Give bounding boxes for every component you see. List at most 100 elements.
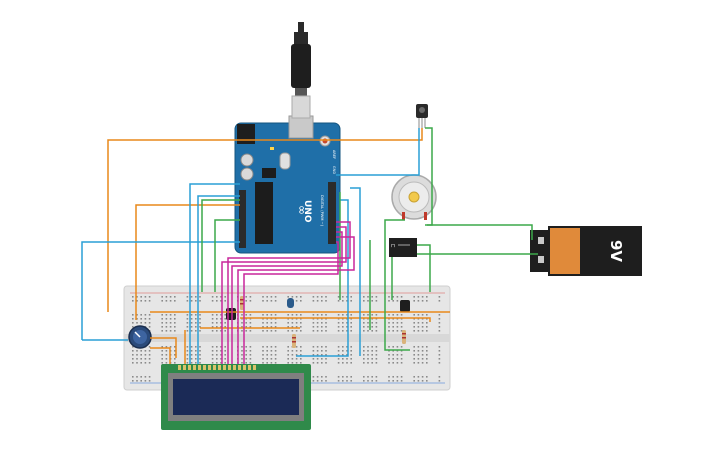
breadboard-hole[interactable] <box>262 300 264 302</box>
lcd-pin[interactable] <box>248 365 251 370</box>
breadboard-hole[interactable] <box>211 362 214 364</box>
breadboard-hole[interactable] <box>438 346 441 348</box>
breadboard-hole[interactable] <box>375 314 378 316</box>
breadboard-hole[interactable] <box>186 300 189 302</box>
breadboard-hole[interactable] <box>375 330 378 332</box>
breadboard-hole[interactable] <box>274 362 277 364</box>
breadboard-hole[interactable] <box>375 346 378 348</box>
breadboard-hole[interactable] <box>421 322 424 324</box>
breadboard-hole[interactable] <box>140 358 142 360</box>
breadboard-hole[interactable] <box>245 346 247 348</box>
breadboard-hole[interactable] <box>342 314 344 316</box>
breadboard-hole[interactable] <box>287 326 289 328</box>
breadboard-hole[interactable] <box>321 318 323 320</box>
breadboard-hole[interactable] <box>363 354 365 356</box>
breadboard-hole[interactable] <box>346 362 348 364</box>
breadboard-hole[interactable] <box>291 322 294 324</box>
breadboard-hole[interactable] <box>224 314 226 316</box>
breadboard-hole[interactable] <box>350 376 352 378</box>
breadboard-hole[interactable] <box>400 322 403 324</box>
wire-orange[interactable] <box>135 204 240 320</box>
breadboard-hole[interactable] <box>367 318 369 320</box>
breadboard-hole[interactable] <box>417 362 420 364</box>
breadboard-hole[interactable] <box>144 354 147 356</box>
breadboard-hole[interactable] <box>186 322 189 324</box>
breadboard-hole[interactable] <box>266 296 268 298</box>
breadboard-hole[interactable] <box>262 314 264 316</box>
breadboard-hole[interactable] <box>245 318 247 320</box>
breadboard-hole[interactable] <box>400 350 403 352</box>
breadboard-hole[interactable] <box>438 318 441 320</box>
breadboard-hole[interactable] <box>140 300 142 302</box>
breadboard-hole[interactable] <box>195 358 197 360</box>
breadboard-hole[interactable] <box>245 322 247 324</box>
breadboard-hole[interactable] <box>396 322 399 324</box>
breadboard-hole[interactable] <box>371 300 373 302</box>
breadboard-hole[interactable] <box>388 322 390 324</box>
breadboard-hole[interactable] <box>371 350 373 352</box>
breadboard-hole[interactable] <box>161 358 163 360</box>
breadboard-hole[interactable] <box>367 350 369 352</box>
breadboard-hole[interactable] <box>165 300 168 302</box>
breadboard-hole[interactable] <box>388 296 390 298</box>
breadboard-hole[interactable] <box>262 358 264 360</box>
breadboard-hole[interactable] <box>262 346 264 348</box>
breadboard-hole[interactable] <box>367 326 369 328</box>
breadboard-hole[interactable] <box>140 376 142 378</box>
breadboard-hole[interactable] <box>392 300 394 302</box>
breadboard-hole[interactable] <box>325 322 327 324</box>
breadboard-hole[interactable] <box>400 380 403 382</box>
breadboard-hole[interactable] <box>136 350 138 352</box>
breadboard-hole[interactable] <box>363 330 365 332</box>
breadboard-hole[interactable] <box>266 326 268 328</box>
breadboard-hole[interactable] <box>195 318 197 320</box>
breadboard-hole[interactable] <box>337 354 340 356</box>
wire-green[interactable] <box>384 219 410 351</box>
breadboard-hole[interactable] <box>316 358 319 360</box>
breadboard-hole[interactable] <box>262 322 264 324</box>
breadboard-hole[interactable] <box>148 376 151 378</box>
breadboard-hole[interactable] <box>270 318 273 320</box>
breadboard-hole[interactable] <box>161 296 163 298</box>
breadboard-hole[interactable] <box>312 376 315 378</box>
breadboard-hole[interactable] <box>199 330 201 332</box>
breadboard-hole[interactable] <box>291 318 294 320</box>
breadboard-hole[interactable] <box>245 350 247 352</box>
breadboard-hole[interactable] <box>371 346 373 348</box>
breadboard-hole[interactable] <box>144 322 147 324</box>
lcd-16x2-display[interactable] <box>161 364 311 430</box>
wire-blue[interactable] <box>197 195 240 364</box>
breadboard-hole[interactable] <box>148 314 151 316</box>
breadboard-hole[interactable] <box>165 346 168 348</box>
breadboard-hole[interactable] <box>312 318 315 320</box>
breadboard-hole[interactable] <box>266 300 268 302</box>
breadboard-hole[interactable] <box>266 346 268 348</box>
breadboard-hole[interactable] <box>350 326 352 328</box>
lcd-pin[interactable] <box>208 365 211 370</box>
lcd-pin[interactable] <box>188 365 191 370</box>
breadboard-hole[interactable] <box>186 350 189 352</box>
breadboard-hole[interactable] <box>421 314 424 316</box>
breadboard-hole[interactable] <box>199 354 201 356</box>
breadboard-hole[interactable] <box>312 330 315 332</box>
breadboard-hole[interactable] <box>195 326 197 328</box>
lcd-pin[interactable] <box>213 365 216 370</box>
breadboard-hole[interactable] <box>291 358 294 360</box>
breadboard-hole[interactable] <box>337 346 340 348</box>
breadboard-hole[interactable] <box>245 330 247 332</box>
breadboard-hole[interactable] <box>346 330 348 332</box>
breadboard-hole[interactable] <box>337 362 340 364</box>
breadboard-hole[interactable] <box>165 296 168 298</box>
breadboard-hole[interactable] <box>274 314 277 316</box>
breadboard-hole[interactable] <box>266 322 268 324</box>
wire-blue[interactable] <box>336 128 420 176</box>
lcd-pin[interactable] <box>183 365 186 370</box>
breadboard-hole[interactable] <box>174 362 176 364</box>
breadboard-hole[interactable] <box>270 330 273 332</box>
breadboard-hole[interactable] <box>312 300 315 302</box>
breadboard-hole[interactable] <box>426 322 428 324</box>
breadboard-hole[interactable] <box>224 296 226 298</box>
breadboard-hole[interactable] <box>371 354 373 356</box>
breadboard-hole[interactable] <box>396 358 399 360</box>
breadboard-hole[interactable] <box>400 354 403 356</box>
